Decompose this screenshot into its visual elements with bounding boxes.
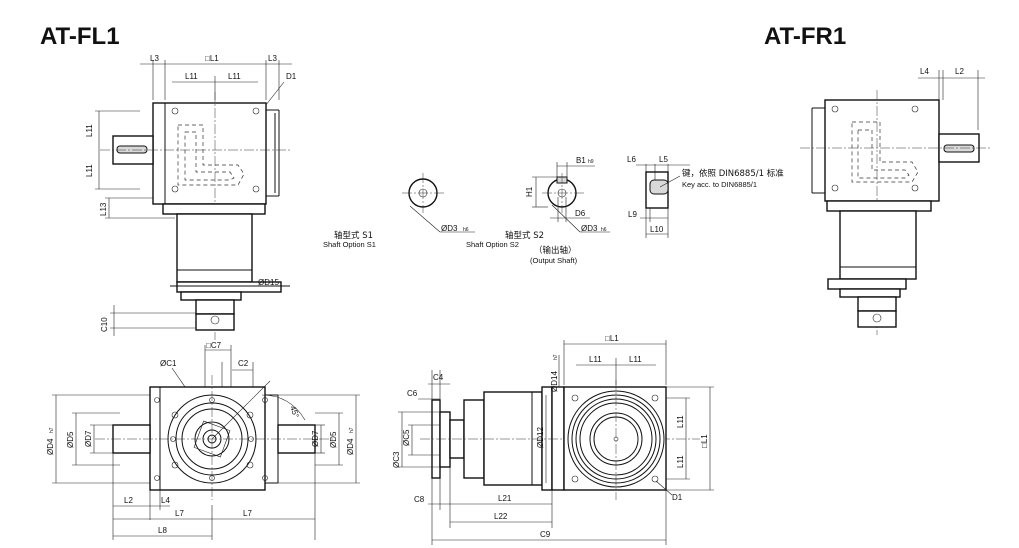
dim-l4-right: L4 (920, 67, 929, 76)
dim-l5: L5 (659, 155, 668, 164)
svg-text:h7: h7 (349, 427, 355, 433)
dim-d12: ØD12 (536, 427, 545, 448)
dim-d7-right: ØD7 (311, 430, 320, 447)
left-top-view: L3 □L1 L3 L11 L11 D1 L11 L11 (85, 54, 297, 340)
dim-c9: C9 (540, 530, 551, 539)
svg-text:h9: h9 (588, 159, 594, 165)
dim-c4: C4 (433, 373, 444, 382)
output-shaft-cn: （输出轴） (534, 245, 577, 256)
dim-l7-b: L7 (243, 509, 252, 518)
dim-c8: C8 (414, 495, 425, 504)
dim-d15: ØD15 (258, 278, 279, 287)
dim-d5-right: ØD5 (329, 431, 338, 448)
dim-d6: D6 (575, 209, 586, 218)
dim-d7-left: ØD7 (84, 430, 93, 447)
dim-l2-right: L2 (955, 67, 964, 76)
dim-c7: □C7 (206, 341, 222, 350)
shaft-s1-cn: 轴型式 S1 (334, 230, 373, 241)
dim-l22: L22 (494, 512, 508, 521)
dim-c5: ØC5 (402, 429, 411, 446)
key-note-cn: 键，依照 DIN6885/1 标准 (682, 168, 784, 179)
dim-l1-top: □L1 (205, 54, 219, 63)
dim-l11-b: L11 (228, 72, 241, 81)
svg-text:h6: h6 (601, 227, 607, 233)
dim-l11-side-b: L11 (85, 164, 94, 177)
shaft-option-s1: ØD3 h6 轴型式 S1 Shaft Option S1 (323, 173, 475, 249)
dim-l3-left: L3 (150, 54, 159, 63)
dim-c10: C10 (100, 317, 109, 332)
dim-d3-s1: ØD3 (441, 224, 458, 233)
dim-l13: L13 (99, 202, 108, 216)
dim-l11-face-d: L11 (676, 455, 685, 468)
title-at-fl1: AT-FL1 (40, 23, 120, 50)
dim-d4-right: ØD4 (346, 438, 355, 455)
svg-text:h6: h6 (463, 227, 469, 233)
dim-d5-left: ØD5 (66, 431, 75, 448)
dim-d3-s2: ØD3 (581, 224, 598, 233)
dim-l10: L10 (650, 225, 664, 234)
right-top-view: L4 L2 (800, 67, 990, 335)
dim-c1: ØC1 (160, 359, 177, 368)
shaft-s2-cn: 轴型式 S2 (505, 230, 544, 241)
left-front-view: □C7 ØC1 C2 45 (46, 341, 360, 540)
dim-l6: L6 (627, 155, 636, 164)
dim-l8: L8 (158, 526, 167, 535)
dim-c2: C2 (238, 359, 249, 368)
dim-l1-face-side: □L1 (700, 434, 709, 448)
dim-d1-face: D1 (672, 493, 683, 502)
key-note-en: Key acc. to DIN6885/1 (682, 180, 757, 189)
dim-l11-side-a: L11 (85, 124, 94, 137)
title-at-fr1: AT-FR1 (764, 23, 846, 50)
dim-l3-right: L3 (268, 54, 277, 63)
dim-d4-left: ØD4 (46, 438, 55, 455)
dim-c3: ØC3 (392, 451, 401, 468)
dim-l1-face: □L1 (605, 334, 619, 343)
dim-l21: L21 (498, 494, 512, 503)
dim-d14: ØD14 (550, 371, 559, 392)
dim-l4-left: L4 (161, 496, 170, 505)
dim-l9: L9 (628, 210, 637, 219)
shaft-s2-en: Shaft Option S2 (466, 240, 519, 249)
shaft-option-s2: B1 h9 H1 D6 ØD3 h6 轴型式 S2 Shaft Option S… (466, 156, 610, 265)
svg-text:h7: h7 (553, 354, 559, 360)
key-detail: L6 L5 键，依照 DIN6885/1 标准 Key acc. to DIN6… (627, 155, 784, 238)
dim-l11-a: L11 (185, 72, 198, 81)
dim-l2-left: L2 (124, 496, 133, 505)
dim-d1: D1 (286, 72, 297, 81)
dim-c6: C6 (407, 389, 418, 398)
svg-text:h7: h7 (49, 427, 55, 433)
output-shaft-en: (Output Shaft) (530, 256, 578, 265)
dim-b1: B1 (576, 156, 586, 165)
right-side-view: C4 C6 ØC5 ØC3 ØD12 ØD14 h7 C8 L21 L22 C9 (392, 334, 714, 545)
dim-angle-45: 45° (288, 405, 301, 419)
dim-l11-face-c: L11 (676, 415, 685, 428)
dim-l7-a: L7 (175, 509, 184, 518)
dim-l11-face-a: L11 (589, 355, 602, 364)
dim-l11-face-b: L11 (629, 355, 642, 364)
dim-h1: H1 (525, 186, 534, 197)
shaft-s1-en: Shaft Option S1 (323, 240, 376, 249)
